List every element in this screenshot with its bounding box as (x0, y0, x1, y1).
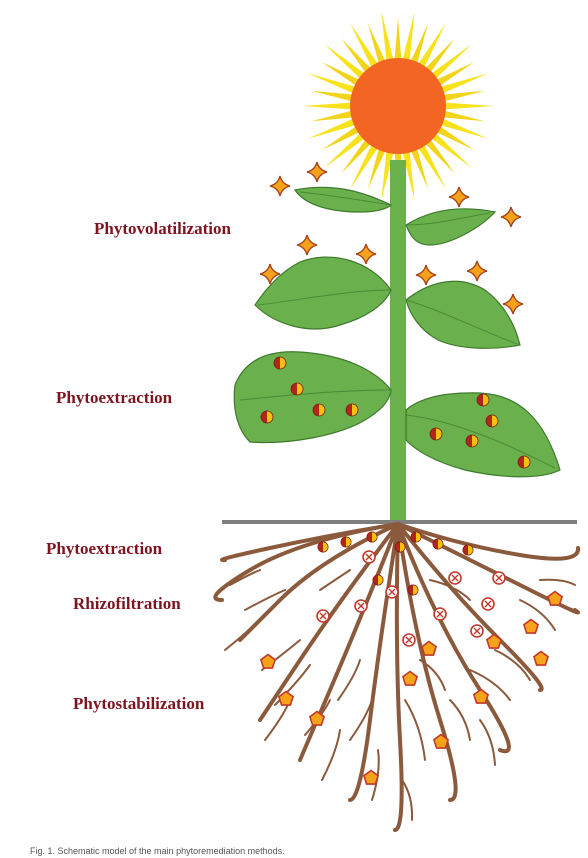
branch-root (540, 580, 575, 585)
half-filled-circle-icon (318, 542, 328, 552)
pentagon-icon (261, 655, 275, 669)
stem (390, 160, 406, 522)
hatched-circle-icon (317, 610, 329, 622)
figure-caption: Fig. 1. Schematic model of the main phyt… (30, 846, 285, 856)
half-filled-circle-icon (411, 532, 421, 542)
hatched-circle-icon (386, 586, 398, 598)
pentagon-icon (524, 620, 538, 634)
half-filled-circle-icon (433, 539, 443, 549)
half-filled-circle-icon (395, 542, 405, 552)
pentagon-icon (279, 692, 293, 706)
four-point-star-icon (297, 235, 317, 255)
petal (302, 102, 356, 110)
hatched-circle-icon (363, 551, 375, 563)
half-filled-circle-icon (261, 411, 273, 423)
petal (440, 102, 494, 110)
four-point-star-icon (416, 265, 436, 285)
half-filled-circle-icon (274, 357, 286, 369)
leaf-top-left (295, 187, 391, 212)
half-filled-circle-icon (466, 435, 478, 447)
half-filled-circle-icon (341, 537, 351, 547)
branch-root (430, 580, 470, 600)
hatched-circle-icon (471, 625, 483, 637)
sunflower-core (350, 58, 446, 154)
branch-root (225, 620, 260, 650)
label-phytoextraction-leaves: Phytoextraction (56, 388, 172, 408)
petal (394, 18, 402, 64)
label-phytoextraction-roots: Phytoextraction (46, 539, 162, 559)
hatched-circle-icon (355, 600, 367, 612)
pentagon-icon (422, 642, 436, 656)
four-point-star-icon (270, 176, 290, 196)
hatched-circle-icon (434, 608, 446, 620)
branch-root (450, 700, 470, 740)
four-point-star-icon (501, 207, 521, 227)
four-point-star-icon (467, 261, 487, 281)
leaf-mid-left (255, 257, 391, 329)
hatched-circle-icon (403, 634, 415, 646)
branch-root (405, 700, 425, 760)
half-filled-circle-icon (463, 545, 473, 555)
half-filled-circle-icon (430, 428, 442, 440)
four-point-star-icon (503, 294, 523, 314)
pentagon-icon (364, 771, 378, 785)
four-point-star-icon (356, 244, 376, 264)
stabilized-contaminants (261, 592, 562, 785)
half-filled-circle-icon (518, 456, 530, 468)
branch-root (322, 730, 340, 780)
half-filled-circle-icon (291, 383, 303, 395)
main-root (398, 524, 456, 800)
hatched-circle-icon (449, 572, 461, 584)
main-root (398, 524, 578, 559)
roots (215, 524, 578, 830)
four-point-star-icon (449, 187, 469, 207)
leaf-low-left (234, 352, 391, 443)
branch-root (480, 720, 495, 765)
branch-root (320, 570, 350, 590)
four-point-star-icon (307, 162, 327, 182)
half-filled-circle-icon (346, 404, 358, 416)
half-filled-circle-icon (408, 585, 418, 595)
label-rhizofiltration: Rhizofiltration (73, 594, 181, 614)
hatched-circle-icon (482, 598, 494, 610)
pentagon-icon (548, 592, 562, 606)
label-phytostabilization: Phytostabilization (73, 694, 204, 714)
hatched-circle-icon (493, 572, 505, 584)
half-filled-circle-icon (477, 394, 489, 406)
half-filled-circle-icon (367, 532, 377, 542)
main-root (395, 524, 402, 830)
pentagon-icon (403, 672, 417, 686)
label-phytovolatilization: Phytovolatilization (94, 219, 231, 239)
half-filled-circle-icon (313, 404, 325, 416)
half-filled-circle-icon (486, 415, 498, 427)
half-filled-circle-icon (373, 575, 383, 585)
pentagon-icon (534, 652, 548, 666)
pentagon-icon (474, 690, 488, 704)
main-root (350, 524, 398, 800)
